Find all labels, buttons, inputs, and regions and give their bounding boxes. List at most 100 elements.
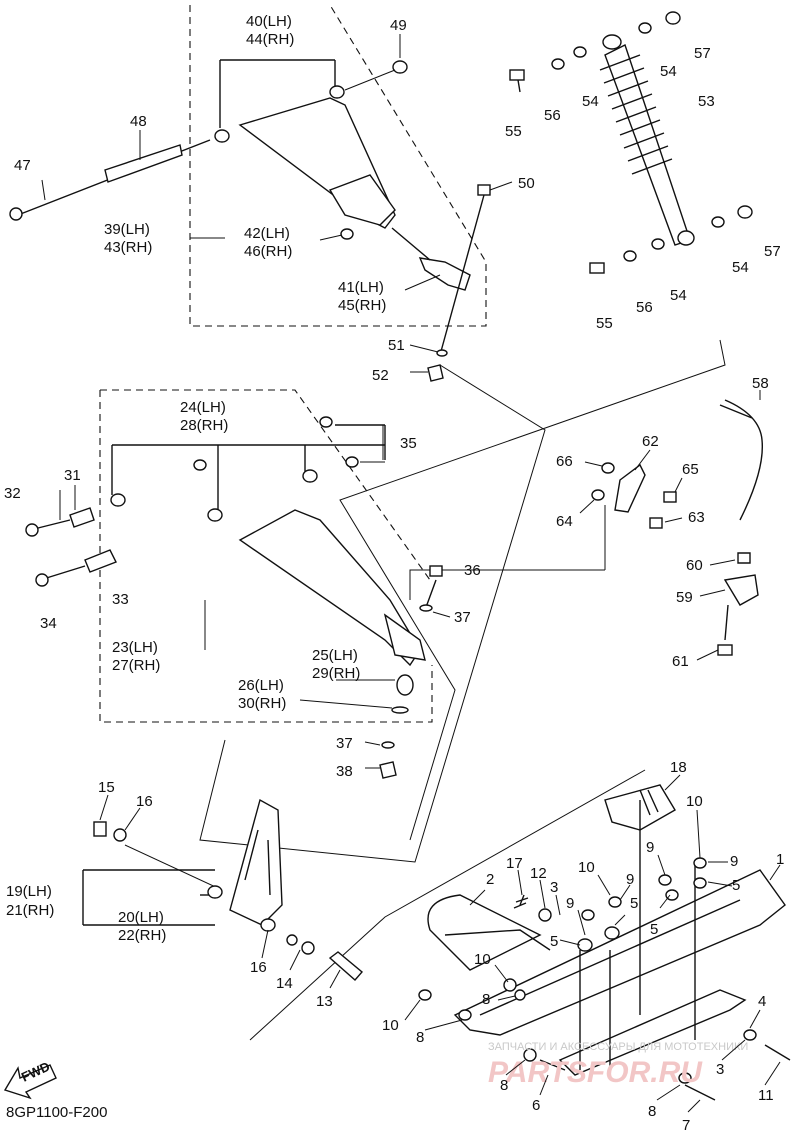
label-44: 44(RH) xyxy=(246,31,294,48)
label-20: 20(LH) xyxy=(118,909,164,926)
label-8d: 8 xyxy=(648,1103,656,1120)
label-25: 25(LH) xyxy=(312,647,358,664)
label-22: 22(RH) xyxy=(118,927,166,944)
label-62: 62 xyxy=(642,433,659,450)
nut-49 xyxy=(392,60,408,74)
label-65: 65 xyxy=(682,461,699,478)
label-61: 61 xyxy=(672,653,689,670)
label-48: 48 xyxy=(130,113,147,130)
label-5b: 5 xyxy=(630,895,638,912)
label-32: 32 xyxy=(4,485,21,502)
lower-a-arm xyxy=(25,416,443,779)
label-56b: 56 xyxy=(636,299,653,316)
ski xyxy=(418,784,791,1101)
label-10b: 10 xyxy=(578,859,595,876)
label-63: 63 xyxy=(688,509,705,526)
label-21: 21(RH) xyxy=(6,902,54,919)
label-7: 7 xyxy=(682,1117,690,1133)
label-58: 58 xyxy=(752,375,769,392)
label-18: 18 xyxy=(670,759,687,776)
label-56a: 56 xyxy=(544,107,561,124)
label-17: 17 xyxy=(506,855,523,872)
label-45: 45(RH) xyxy=(338,297,386,314)
label-19: 19(LH) xyxy=(6,883,52,900)
shock-spring xyxy=(599,54,673,175)
label-60: 60 xyxy=(686,557,703,574)
label-37a: 37 xyxy=(454,609,471,626)
upper-a-arm xyxy=(9,59,491,382)
label-24: 24(LH) xyxy=(180,399,226,416)
label-5c: 5 xyxy=(650,921,658,938)
label-42: 42(LH) xyxy=(244,225,290,242)
label-47: 47 xyxy=(14,157,31,174)
label-8c: 8 xyxy=(500,1077,508,1094)
watermark-brand: PARTSFOR.RU xyxy=(488,1056,703,1089)
shock-absorber xyxy=(509,11,753,274)
label-41: 41(LH) xyxy=(338,279,384,296)
label-27: 27(RH) xyxy=(112,657,160,674)
collar-48 xyxy=(104,144,183,183)
part-labels: 40(LH) 44(RH) 49 48 47 39(LH) 43(RH) 42(… xyxy=(4,13,784,1133)
label-26: 26(LH) xyxy=(238,677,284,694)
label-30: 30(RH) xyxy=(238,695,286,712)
label-37b: 37 xyxy=(336,735,353,752)
label-43: 43(RH) xyxy=(104,239,152,256)
label-51: 51 xyxy=(388,337,405,354)
label-9a: 9 xyxy=(646,839,654,856)
label-8a: 8 xyxy=(482,991,490,1008)
label-6: 6 xyxy=(532,1097,540,1114)
label-55b: 55 xyxy=(596,315,613,332)
label-57b: 57 xyxy=(764,243,781,260)
label-3b: 3 xyxy=(716,1061,724,1078)
label-31: 31 xyxy=(64,467,81,484)
label-16b: 16 xyxy=(250,959,267,976)
label-38: 38 xyxy=(336,763,353,780)
label-50: 50 xyxy=(518,175,535,192)
label-54c: 54 xyxy=(732,259,749,276)
label-9d: 9 xyxy=(566,895,574,912)
fwd-arrow-icon: FWD xyxy=(3,1059,57,1100)
label-9c: 9 xyxy=(626,871,634,888)
label-54d: 54 xyxy=(670,287,687,304)
label-8b: 8 xyxy=(416,1029,424,1046)
label-59: 59 xyxy=(676,589,693,606)
label-4: 4 xyxy=(758,993,766,1010)
label-2: 2 xyxy=(486,871,494,888)
label-5a: 5 xyxy=(732,877,740,894)
label-35: 35 xyxy=(400,435,417,452)
label-13: 13 xyxy=(316,993,333,1010)
label-10a: 10 xyxy=(686,793,703,810)
label-52: 52 xyxy=(372,367,389,384)
label-10d: 10 xyxy=(382,1017,399,1034)
watermark-tagline: ЗАПЧАСТИ И АКСЕССУАРЫ ДЛЯ МОТОТЕХНИКИ xyxy=(488,1041,748,1053)
label-34: 34 xyxy=(40,615,57,632)
label-54b: 54 xyxy=(582,93,599,110)
label-46: 46(RH) xyxy=(244,243,292,260)
label-9b: 9 xyxy=(730,853,738,870)
label-3a: 3 xyxy=(550,879,558,896)
label-leaders xyxy=(41,34,781,1113)
connector-lines xyxy=(199,339,726,1041)
label-23: 23(LH) xyxy=(112,639,158,656)
label-54a: 54 xyxy=(660,63,677,80)
label-5d: 5 xyxy=(550,933,558,950)
label-39: 39(LH) xyxy=(104,221,150,238)
ball-joint-41 xyxy=(418,257,471,291)
label-1: 1 xyxy=(776,851,784,868)
label-40: 40(LH) xyxy=(246,13,292,30)
label-66: 66 xyxy=(556,453,573,470)
bolt-50 xyxy=(439,194,485,356)
label-57a: 57 xyxy=(694,45,711,62)
label-33: 33 xyxy=(112,591,129,608)
label-55a: 55 xyxy=(505,123,522,140)
label-10c: 10 xyxy=(474,951,491,968)
label-64: 64 xyxy=(556,513,573,530)
steering-link xyxy=(591,399,764,656)
diagram-code: 8GP1100-F200 xyxy=(6,1104,108,1121)
label-28: 28(RH) xyxy=(180,417,228,434)
label-53: 53 xyxy=(698,93,715,110)
upper-arm-dashed-group xyxy=(99,4,487,723)
watermark: ЗАПЧАСТИ И АКСЕССУАРЫ ДЛЯ МОТОТЕХНИКИ PA… xyxy=(488,1041,748,1089)
label-29: 29(RH) xyxy=(312,665,360,682)
